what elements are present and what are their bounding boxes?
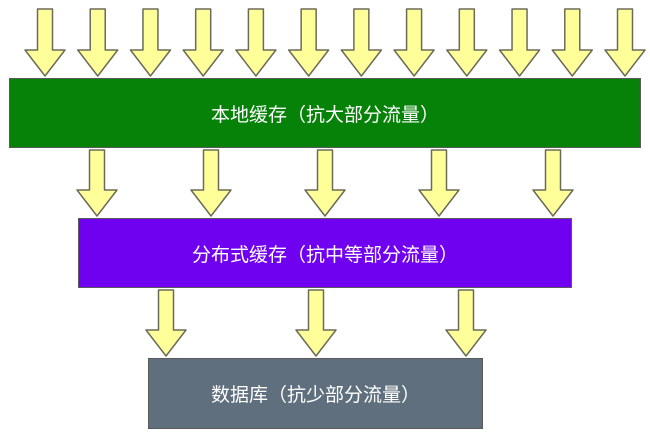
local-to-distributed-arrow (532, 149, 574, 217)
local-cache-tier: 本地缓存（抗大部分流量） (9, 78, 641, 148)
distributed-cache-label: 分布式缓存（抗中等部分流量） (191, 243, 458, 266)
local-cache-label: 本地缓存（抗大部分流量） (210, 103, 439, 126)
incoming-traffic-arrow (182, 8, 224, 77)
incoming-traffic-arrow (393, 8, 435, 77)
distributed-to-database-arrow (145, 289, 187, 357)
incoming-traffic-arrow (340, 8, 383, 77)
distributed-to-database-arrow (445, 289, 487, 357)
database-label: 数据库（抗少部分流量） (210, 384, 420, 406)
incoming-traffic-arrow (76, 8, 119, 77)
incoming-traffic-arrow (287, 8, 330, 77)
incoming-traffic-arrow (604, 8, 646, 77)
local-to-distributed-arrow (418, 149, 460, 217)
local-to-distributed-arrow (304, 149, 346, 217)
incoming-traffic-arrow (498, 8, 541, 77)
incoming-traffic-arrow (24, 8, 66, 77)
local-to-distributed-arrow (76, 149, 118, 217)
distributed-cache-tier: 分布式缓存（抗中等部分流量） (78, 218, 572, 288)
database-tier: 数据库（抗少部分流量） (148, 358, 483, 429)
incoming-traffic-arrow (235, 8, 277, 77)
incoming-traffic-arrow (446, 8, 488, 77)
local-to-distributed-arrow (190, 149, 232, 217)
incoming-traffic-arrow (129, 8, 172, 77)
distributed-to-database-arrow (295, 289, 337, 357)
incoming-traffic-arrow (551, 8, 594, 77)
